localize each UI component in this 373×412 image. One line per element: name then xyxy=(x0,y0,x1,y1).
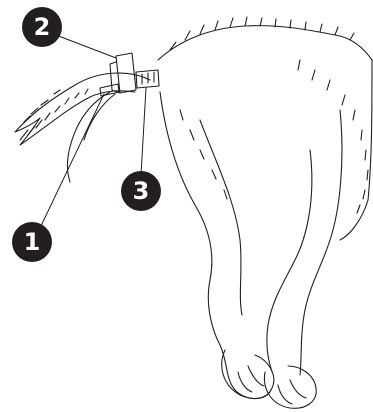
callout-number-2: 2 xyxy=(22,7,62,47)
callout-number-1: 1 xyxy=(12,222,52,262)
tail-fur-strokes xyxy=(20,89,88,140)
left-paw-toes xyxy=(238,366,264,392)
leader-line-3 xyxy=(141,88,146,175)
callout-number-3: 3 xyxy=(121,171,161,211)
left-paw xyxy=(222,350,274,399)
rear-leg-right-outer xyxy=(300,110,342,375)
right-paw-toes xyxy=(278,380,306,404)
underside-outline xyxy=(340,60,372,240)
rear-leg-left-inner xyxy=(200,120,242,315)
sensor-plug xyxy=(100,84,119,96)
sensor-cable-second xyxy=(84,94,115,140)
rear-leg-right xyxy=(267,150,312,372)
rear-leg-left xyxy=(160,92,270,399)
sensor-clip-detail xyxy=(142,72,154,84)
tail-outline xyxy=(15,73,150,145)
sensor-cable xyxy=(68,92,110,182)
leader-line-2 xyxy=(56,35,116,58)
